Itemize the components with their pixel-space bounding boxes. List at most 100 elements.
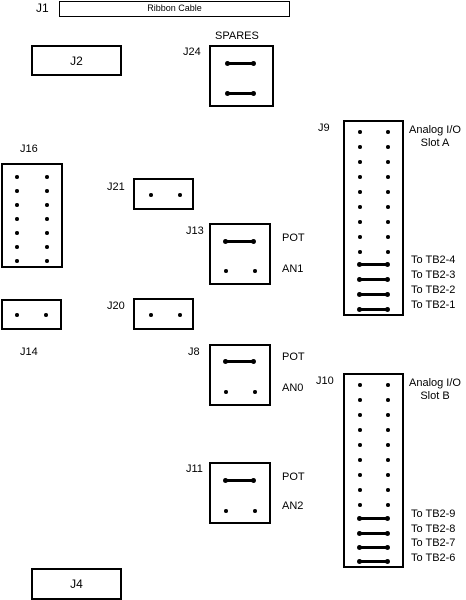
j21-header <box>133 178 194 210</box>
pin <box>178 313 182 317</box>
j8-header <box>209 344 271 406</box>
pin <box>358 473 362 477</box>
pin <box>358 130 362 134</box>
pin <box>358 235 362 239</box>
j9-jumper-tb2-2 <box>357 292 390 297</box>
j16-header <box>1 163 63 268</box>
slot-a-row-label: To TB2-4 <box>411 254 456 266</box>
pin <box>45 175 49 179</box>
pin <box>386 488 390 492</box>
spares-label: SPARES <box>215 30 259 42</box>
pin <box>386 130 390 134</box>
j24-spares-header <box>209 45 274 107</box>
j2-label: J2 <box>70 54 83 68</box>
pin <box>15 189 19 193</box>
pin <box>386 250 390 254</box>
pin <box>386 398 390 402</box>
pin <box>253 269 257 273</box>
pin <box>149 193 153 197</box>
pin <box>178 193 182 197</box>
pin <box>224 390 228 394</box>
pin <box>15 203 19 207</box>
pin <box>358 488 362 492</box>
slot-a-row-label: To TB2-3 <box>411 269 456 281</box>
j10-jumper-tb2-6 <box>357 559 390 564</box>
j20-header <box>133 298 194 330</box>
pin <box>15 175 19 179</box>
j11-header <box>209 462 271 524</box>
j10-header <box>343 373 404 568</box>
pin <box>386 220 390 224</box>
pin <box>45 217 49 221</box>
pin <box>358 220 362 224</box>
slot-b-row-label: To TB2-9 <box>411 508 456 520</box>
slot-b-row-label: To TB2-8 <box>411 523 456 535</box>
j8-jumper <box>223 359 256 364</box>
slot-a-row-label: To TB2-2 <box>411 284 456 296</box>
j20-label: J20 <box>107 300 125 312</box>
pin <box>386 473 390 477</box>
pin <box>358 383 362 387</box>
pin <box>358 145 362 149</box>
pin <box>149 313 153 317</box>
j11-an2-label: AN2 <box>282 500 304 512</box>
pin <box>386 190 390 194</box>
pin <box>386 413 390 417</box>
pin <box>358 190 362 194</box>
j11-label: J11 <box>186 463 203 475</box>
j13-pot-label: POT <box>282 232 305 244</box>
pin <box>358 398 362 402</box>
pin <box>386 383 390 387</box>
slot-a-row-label: To TB2-1 <box>411 299 456 311</box>
pin <box>15 259 19 263</box>
pin <box>386 235 390 239</box>
j16-label: J16 <box>20 143 38 155</box>
slot-b-row-label: To TB2-7 <box>411 537 456 549</box>
pin <box>358 428 362 432</box>
pin <box>358 205 362 209</box>
j9-jumper-tb2-4 <box>357 262 390 267</box>
pin <box>386 443 390 447</box>
j11-jumper <box>223 478 256 483</box>
j9-jumper-tb2-3 <box>357 277 390 282</box>
pin <box>45 203 49 207</box>
pin <box>386 503 390 507</box>
j9-label: J9 <box>318 122 330 134</box>
pin <box>358 250 362 254</box>
pin <box>358 413 362 417</box>
pin <box>224 509 228 513</box>
pin <box>44 313 48 317</box>
j21-label: J21 <box>107 181 125 193</box>
slot-b-label: Analog I/O Slot B <box>409 377 461 402</box>
j10-jumper-tb2-9 <box>357 516 390 521</box>
pin <box>386 145 390 149</box>
j13-an1-label: AN1 <box>282 263 304 275</box>
pin <box>15 217 19 221</box>
pin <box>386 428 390 432</box>
slot-a-label: Analog I/O Slot A <box>409 124 461 149</box>
pin <box>358 503 362 507</box>
j9-header <box>343 120 404 316</box>
pin <box>386 205 390 209</box>
pin <box>358 160 362 164</box>
pin <box>45 231 49 235</box>
pin <box>386 160 390 164</box>
j8-an0-label: AN0 <box>282 382 304 394</box>
pin <box>253 390 257 394</box>
j14-header <box>1 299 62 330</box>
j10-label: J10 <box>316 375 334 387</box>
j24-jumper-1 <box>225 61 256 66</box>
j8-pot-label: POT <box>282 351 305 363</box>
j11-pot-label: POT <box>282 471 305 483</box>
j1-ribbon-cable-connector: Ribbon Cable <box>59 1 290 17</box>
j8-label: J8 <box>188 346 200 358</box>
pin <box>358 175 362 179</box>
j4-label: J4 <box>70 577 83 591</box>
j13-jumper <box>223 239 256 244</box>
pin <box>358 458 362 462</box>
j4-connector: J4 <box>31 568 122 600</box>
pin <box>253 509 257 513</box>
pin <box>15 313 19 317</box>
j2-connector: J2 <box>31 45 122 76</box>
